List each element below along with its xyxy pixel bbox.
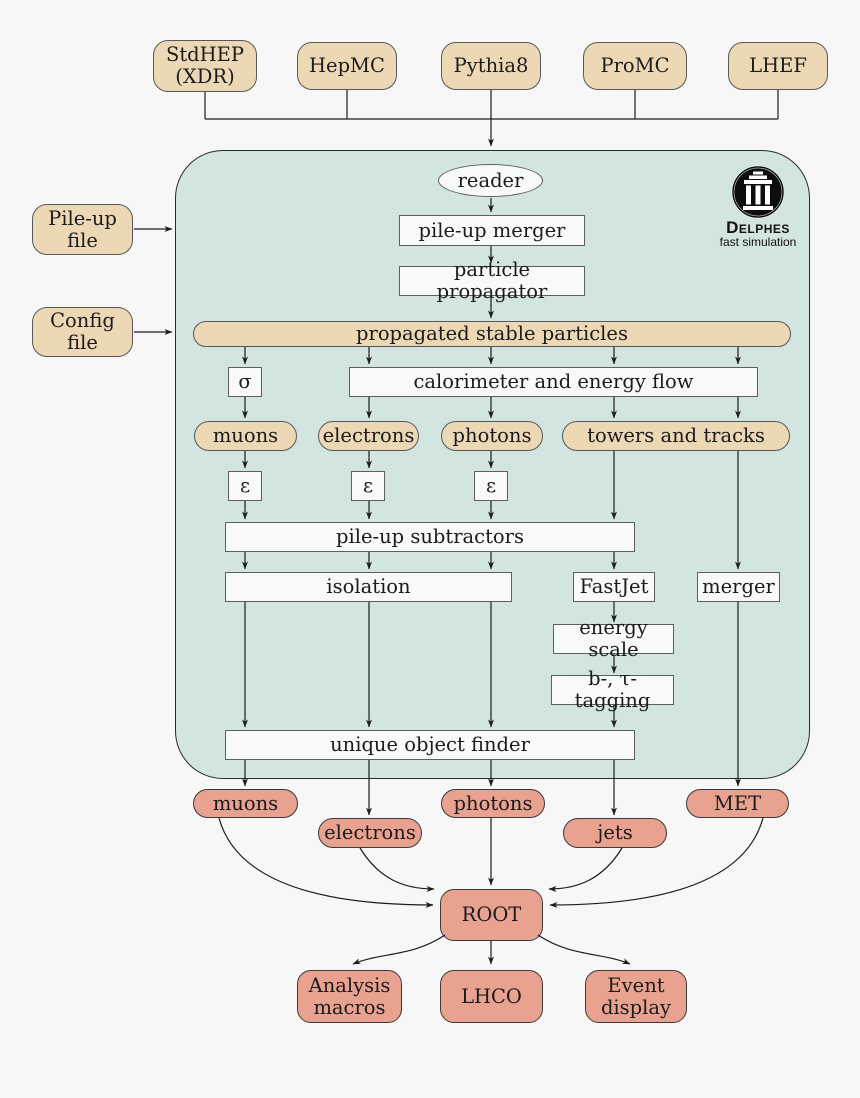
- input-pileup-file: Pile-up file: [32, 204, 133, 255]
- arrow-electrons-root: [359, 847, 435, 892]
- node-reader: reader: [438, 164, 543, 197]
- input-stdhep: StdHEP (XDR): [153, 40, 257, 92]
- node-propagated-stable-particles: propagated stable particles: [193, 321, 791, 347]
- output-photons: photons: [441, 789, 545, 818]
- node-epsilon-photons: ε: [474, 471, 508, 501]
- input-config-file: Config file: [32, 307, 133, 357]
- node-calorimeter: calorimeter and energy flow: [349, 367, 758, 397]
- delphes-logo: Delphes fast simulation: [715, 165, 801, 249]
- node-merger: merger: [697, 572, 780, 602]
- node-epsilon-muons: ε: [228, 471, 262, 501]
- node-muons: muons: [194, 421, 297, 451]
- node-photons: photons: [441, 421, 543, 451]
- node-sigma: σ: [228, 367, 262, 397]
- output-jets: jets: [563, 818, 667, 848]
- output-event-display: Event display: [585, 970, 687, 1023]
- output-lhco: LHCO: [440, 970, 543, 1023]
- node-epsilon-electrons: ε: [351, 471, 385, 501]
- output-met: MET: [686, 789, 789, 818]
- node-towers-and-tracks: towers and tracks: [562, 421, 790, 451]
- output-analysis-macros: Analysis macros: [297, 970, 402, 1023]
- node-pileup-subtractors: pile-up subtractors: [225, 522, 635, 552]
- arrow-root-event: [537, 934, 631, 965]
- input-promc: ProMC: [583, 42, 687, 90]
- input-hepmc: HepMC: [297, 42, 397, 90]
- node-particle-propagator: particle propagator: [399, 259, 585, 302]
- node-fastjet: FastJet: [573, 572, 655, 602]
- temple-icon: [731, 165, 785, 219]
- input-lhef: LHEF: [728, 42, 828, 90]
- node-unique-object-finder: unique object finder: [225, 730, 635, 760]
- output-muons: muons: [193, 789, 298, 818]
- node-pileup-merger: pile-up merger: [399, 215, 585, 246]
- arrow-root-analysis: [352, 934, 446, 965]
- node-electrons: electrons: [318, 421, 419, 451]
- input-pythia8: Pythia8: [441, 42, 541, 90]
- output-electrons: electrons: [318, 818, 422, 848]
- node-isolation: isolation: [225, 572, 512, 602]
- logo-subtitle: fast simulation: [719, 235, 797, 249]
- node-energy-scale: energy scale: [553, 617, 674, 660]
- logo-title: Delphes: [726, 218, 790, 237]
- arrow-jets-root: [548, 847, 623, 892]
- node-b-tau-tagging: b-, τ-tagging: [551, 668, 674, 711]
- output-root: ROOT: [440, 889, 543, 941]
